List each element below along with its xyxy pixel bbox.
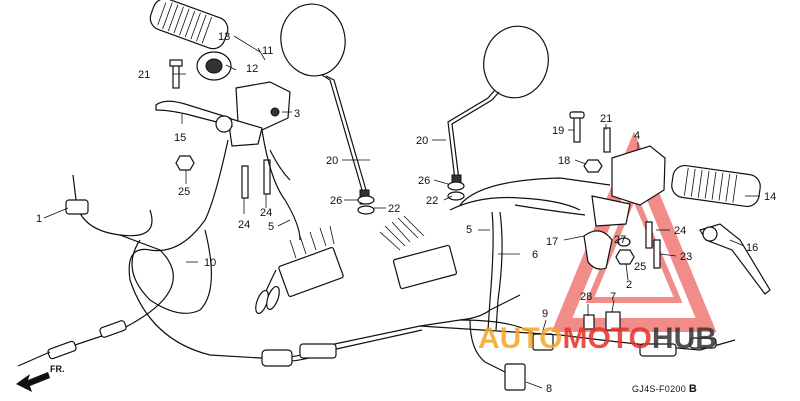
connectors: [255, 215, 458, 315]
callout-10: 10: [204, 257, 216, 269]
callout-23: 23: [680, 251, 692, 263]
callout-24-b: 24: [260, 207, 272, 219]
callout-20-left: 20: [326, 155, 338, 167]
right-grip: [671, 164, 761, 208]
callout-11: 11: [262, 45, 273, 57]
callout-14: 14: [764, 191, 776, 203]
callout-25-right: 25: [634, 261, 646, 273]
arrow-left-icon: [16, 372, 50, 392]
watermark-text-moto: MOTO: [562, 322, 651, 355]
callout-22-left: 22: [388, 203, 400, 215]
callout-1: 1: [36, 213, 42, 225]
left-mirror: [280, 3, 370, 205]
drawing-code: GJ4S-F0200 B: [632, 383, 697, 395]
callout-24-c: 24: [674, 225, 686, 237]
callout-labels: 1 2 3 4 5 5 6 7 8 9 10 11 12 13 14 15 16…: [36, 31, 776, 395]
watermark-text: AUTOMOTOHUB: [478, 322, 717, 355]
right-mirror: [447, 25, 549, 190]
callout-26-right: 26: [418, 175, 430, 187]
callout-20-right: 20: [416, 135, 428, 147]
left-switch-housing: [227, 81, 291, 147]
leader-lines: [43, 35, 760, 389]
watermark-text-hub: HUB: [652, 322, 717, 355]
callout-4: 4: [634, 130, 640, 142]
left-lever: [155, 100, 233, 133]
watermark-text-auto: AUTO: [478, 322, 562, 355]
callout-27: 27: [614, 234, 626, 246]
callout-15: 15: [174, 132, 186, 144]
front-label: FR.: [50, 364, 65, 374]
callout-6: 6: [532, 249, 538, 261]
callout-28: 28: [580, 291, 592, 303]
callout-26-left: 26: [330, 195, 342, 207]
callout-5-left: 5: [268, 221, 274, 233]
callout-12: 12: [246, 63, 258, 75]
callout-16: 16: [746, 242, 758, 254]
callout-25-left: 25: [178, 186, 190, 198]
front-direction-arrow: FR.: [16, 364, 65, 392]
right-lever: [699, 223, 771, 295]
callout-17: 17: [546, 236, 558, 248]
callout-13: 13: [218, 31, 230, 43]
callout-9: 9: [542, 308, 548, 320]
fasteners: [169, 59, 661, 331]
callout-21-right: 21: [600, 113, 612, 125]
callout-2: 2: [626, 279, 632, 291]
right-switch-housing: [583, 145, 666, 270]
callout-5-right: 5: [466, 224, 472, 236]
callout-8: 8: [546, 383, 552, 395]
callout-21-left: 21: [138, 69, 150, 81]
callout-19: 19: [552, 125, 564, 137]
callout-7: 7: [610, 291, 616, 303]
callout-22-right: 22: [426, 195, 438, 207]
callout-24-a: 24: [238, 219, 250, 231]
svg-text:AUTOMOTOHUB: AUTOMOTOHUB: [478, 322, 717, 355]
callout-18: 18: [558, 155, 570, 167]
left-grip: [149, 0, 232, 81]
cables: [17, 129, 736, 391]
callout-3: 3: [294, 108, 300, 120]
